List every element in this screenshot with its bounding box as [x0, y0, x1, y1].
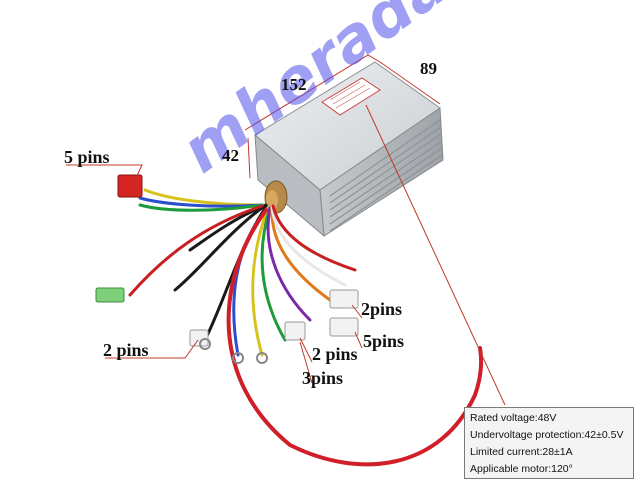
spec-box: Rated voltage:48V Undervoltage protectio…: [464, 407, 634, 479]
wire-harness: [128, 188, 484, 467]
label-2-pins-mid: 2 pins: [312, 344, 358, 364]
dimension-lines: [244, 54, 441, 179]
label-5pins-right: 5pins: [363, 331, 405, 351]
label-5-pins-left: 5 pins: [64, 147, 110, 167]
spec-rated-voltage: Rated voltage:48V: [470, 412, 557, 424]
dimension-width: 89: [420, 59, 437, 78]
label-3pins: 3pins: [302, 368, 344, 388]
dimension-length: 152: [281, 75, 307, 94]
callout-lines: [66, 104, 506, 406]
dimension-height: 42: [222, 146, 239, 165]
spec-limited-current: Limited current:28±1A: [470, 446, 573, 458]
spec-applicable-motor: Applicable motor:120°: [470, 463, 573, 475]
controller-housing: [254, 61, 444, 238]
spec-undervoltage-protection: Undervoltage protection:42±0.5V: [470, 429, 624, 441]
label-2-pins-left: 2 pins: [103, 340, 149, 360]
label-2pins-right: 2pins: [361, 299, 403, 319]
connector-bodies: [95, 174, 359, 364]
